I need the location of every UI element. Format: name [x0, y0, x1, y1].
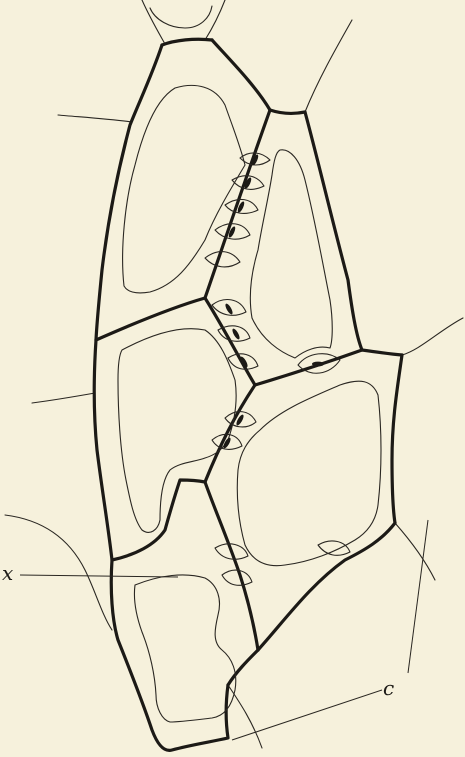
label-x: x	[2, 563, 13, 583]
upper-cell-lumen	[150, 6, 212, 28]
leader-line-x	[20, 575, 178, 577]
leader-lines	[20, 520, 428, 740]
leader-line-c-lower	[232, 690, 382, 740]
lumen-middle-left	[118, 329, 236, 533]
lumen-upper-left	[123, 85, 245, 292]
lumen-middle-right	[237, 381, 381, 565]
label-c: c	[383, 678, 394, 698]
surrounding-cell-outlines	[5, 0, 463, 748]
lumen-upper-right	[250, 150, 332, 358]
lumen-bottom	[134, 575, 235, 722]
bordered-pits	[205, 153, 350, 585]
